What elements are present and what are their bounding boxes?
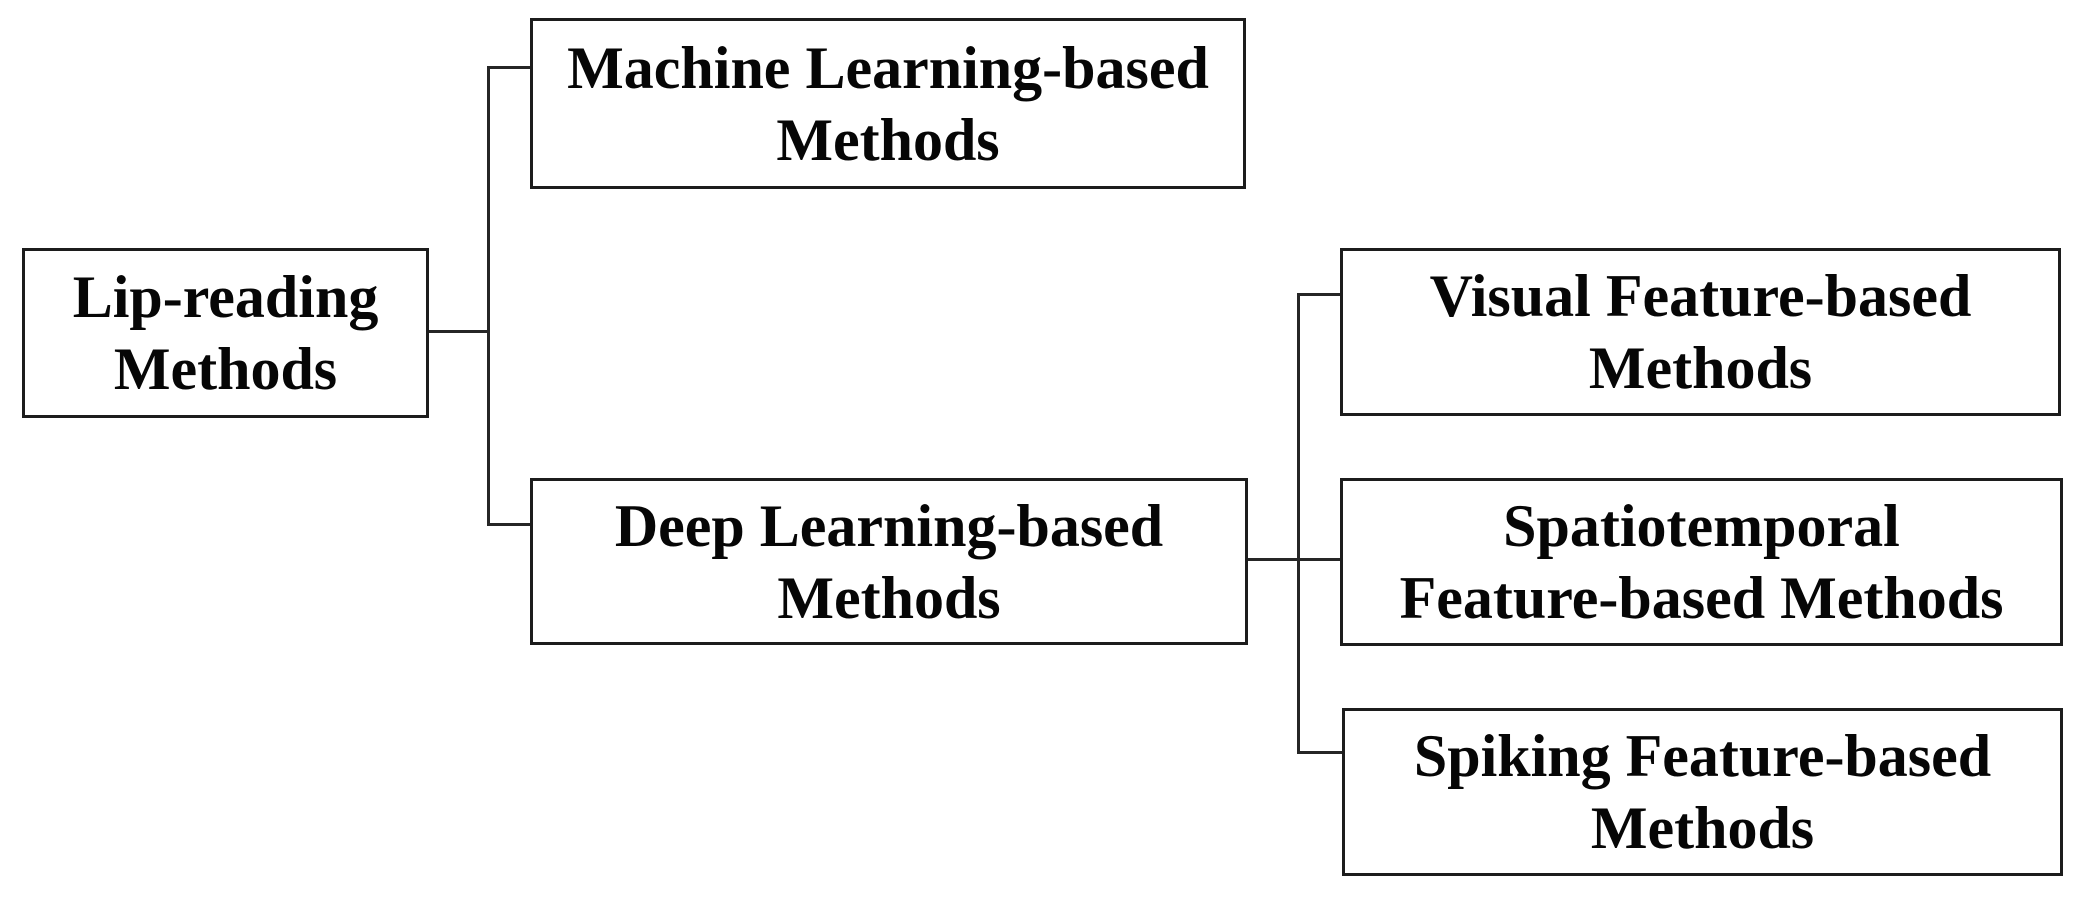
connector-left-vertical-rail [487,66,490,526]
node-label-line: Methods [113,336,338,402]
node-label-line: Methods [777,564,1001,631]
node-label-line: Visual Feature-based [1429,263,1972,329]
connector-root-stub [429,330,488,333]
node-visual-feature-based-methods: Visual Feature-based Methods [1340,248,2061,416]
node-label-line: Methods [776,106,1000,173]
connector-dl-to-spiking [1300,751,1342,754]
node-label-line: Spiking Feature-based [1413,723,1992,789]
node-label-line: Lip-reading [72,264,379,330]
connector-dl-to-visual [1300,293,1340,296]
node-label-line: Machine Learning-based [567,34,1209,101]
node-label-line: Methods [1590,795,1815,861]
node-spatiotemporal-feature-based-methods: Spatiotemporal Feature-based Methods [1340,478,2063,646]
node-label-line: Feature-based Methods [1399,565,2004,631]
node-spiking-feature-based-methods: Spiking Feature-based Methods [1342,708,2063,876]
connector-right-vertical-rail [1297,293,1300,754]
node-lip-reading-methods: Lip-reading Methods [22,248,429,418]
node-label-line: Deep Learning-based [614,492,1164,559]
connector-dl-to-spatiotemporal [1248,558,1340,561]
node-deep-learning-based-methods: Deep Learning-based Methods [530,478,1248,645]
node-label-line: Methods [1588,335,1813,401]
connector-root-to-ml [490,66,530,69]
connector-root-to-dl [490,523,530,526]
node-machine-learning-based-methods: Machine Learning-based Methods [530,18,1246,189]
node-label-line: Spatiotemporal [1503,493,1900,559]
